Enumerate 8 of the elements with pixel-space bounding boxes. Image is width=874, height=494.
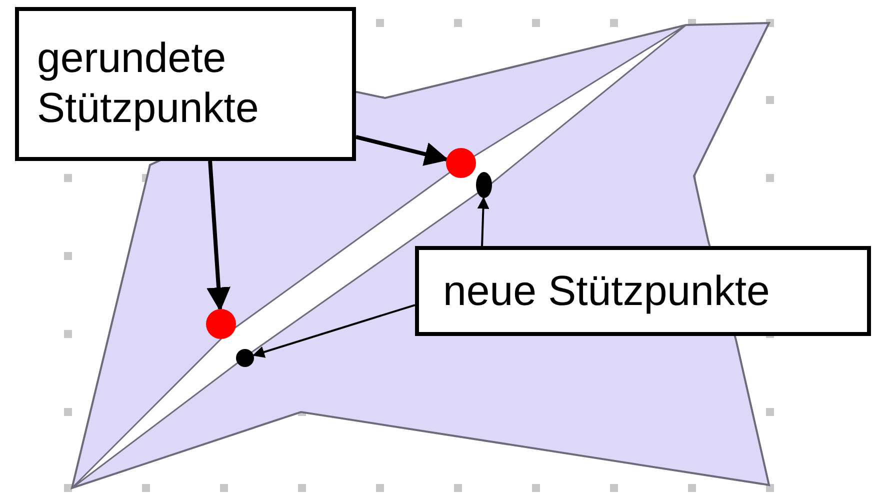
arrow [252, 304, 416, 358]
arrow [206, 160, 231, 312]
callout-text: gerundete Stützpunkte [37, 33, 260, 134]
arrow [477, 196, 490, 246]
callout-box [415, 246, 871, 336]
callout-box [15, 7, 356, 161]
callout-text: neue Stützpunkte [443, 266, 770, 316]
arrow [356, 135, 449, 166]
